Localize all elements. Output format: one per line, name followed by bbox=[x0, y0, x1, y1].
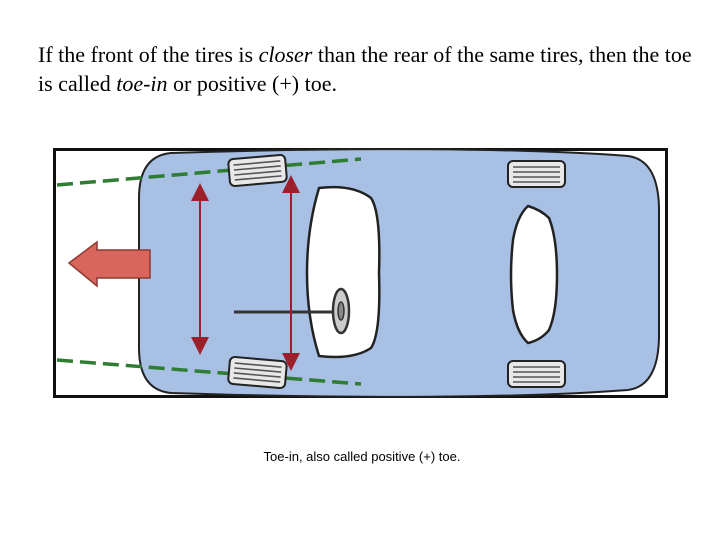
toe-line-top-icon bbox=[56, 157, 362, 187]
front-right-tire-icon bbox=[227, 356, 288, 390]
heading-part-2: than the rear of the same tires, then th… bbox=[38, 42, 692, 96]
figure-caption: Toe-in, also called positive (+) toe. bbox=[263, 449, 461, 464]
windshield-icon bbox=[305, 185, 381, 359]
heading-part-1: If the front of the tires is bbox=[38, 42, 259, 67]
direction-arrow-icon bbox=[67, 240, 151, 288]
rear-right-tire-icon bbox=[507, 360, 566, 388]
heading-text: If the front of the tires is closer than… bbox=[38, 40, 698, 98]
rear-left-tire-icon bbox=[507, 160, 566, 188]
heading-emphasis-closer: closer bbox=[258, 42, 313, 67]
heading-emphasis-toe-in: toe-in bbox=[116, 71, 168, 96]
steering-wheel-icon bbox=[331, 287, 351, 335]
front-left-tire-icon bbox=[227, 153, 288, 187]
rear-window-icon bbox=[509, 204, 559, 345]
heading-part-3: or positive (+) toe. bbox=[167, 71, 337, 96]
car-body-icon bbox=[138, 148, 660, 398]
toe-line-bottom-icon bbox=[56, 358, 362, 386]
toe-in-diagram bbox=[53, 148, 668, 398]
